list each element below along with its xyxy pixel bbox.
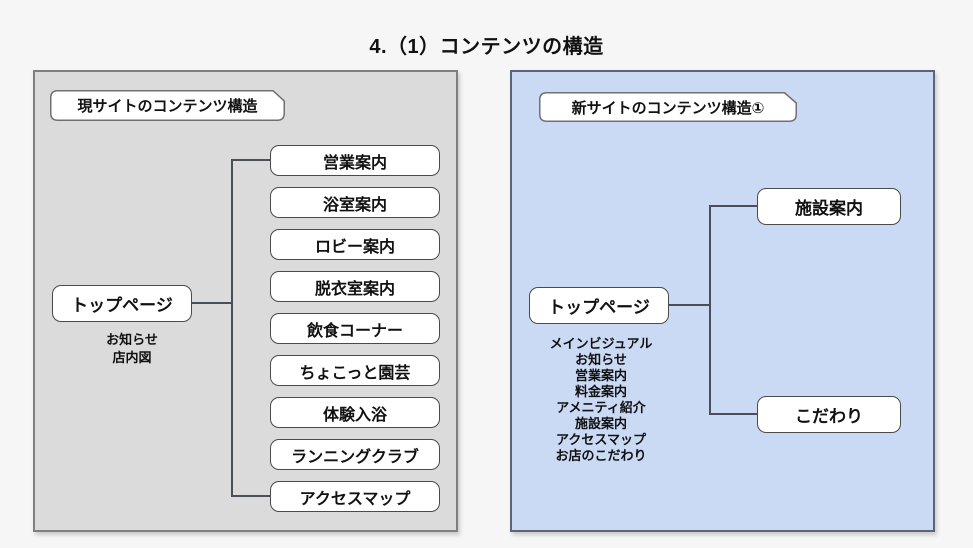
child-page-label: アメニティ紹介 [556,400,646,415]
page-node: 浴室案内 [270,187,440,218]
current-top-page-children: お知らせ 店内図 [62,331,202,367]
page-node: 施設案内 [757,188,901,225]
connector-trunk [231,159,233,497]
page-node: ちょこっと園芸 [270,355,440,386]
child-page-label: 料金案内 [574,384,627,399]
page-node: アクセスマップ [270,481,440,512]
connector-stub-first [709,205,757,207]
page-node: ロビー案内 [270,229,440,260]
current-site-header-tag: 現サイトのコンテンツ構造 [50,90,285,121]
child-page-label: アクセスマップ [556,432,646,447]
page-node: ランニングクラブ [270,439,440,470]
connector-trunk [709,205,711,415]
child-page-label: お知らせ [575,352,627,367]
page-node: 営業案内 [270,145,440,176]
page-node: 脱衣室案内 [270,271,440,302]
connector-top-page-branch [192,302,232,304]
current-site-header-label: 現サイトのコンテンツ構造 [77,98,258,115]
child-page-label: 営業案内 [574,368,627,383]
current-site-panel: 現サイトのコンテンツ構造 トップページ お知らせ 店内図 営業案内 浴室案内 ロ… [33,70,458,532]
page-node: 飲食コーナー [270,313,440,344]
child-page-label: お店のこだわり [555,448,647,463]
child-page-label: 施設案内 [574,416,627,431]
connector-stub-last [231,495,271,497]
child-page-label: メインビジュアル [549,336,653,351]
new-top-page-node: トップページ [529,287,669,324]
new-site-panel: 新サイトのコンテンツ構造① トップページ メインビジュアル お知らせ 営業案内 … [510,70,935,532]
page-title: 4.（1）コンテンツの構造 [369,36,604,58]
tag-shape-icon [539,92,797,122]
child-page-label: 店内図 [112,350,152,365]
page-node: 体験入浴 [270,397,440,428]
connector-stub-first [231,159,271,161]
connector-top-page-branch [669,304,711,306]
current-top-page-node: トップページ [52,285,192,322]
connector-stub-last [709,413,757,415]
new-site-header-label: 新サイトのコンテンツ構造① [571,99,765,117]
page-node: こだわり [757,396,901,433]
new-top-page-children: メインビジュアル お知らせ 営業案内 料金案内 アメニティ紹介 施設案内 アクセ… [512,336,690,464]
new-site-header-tag: 新サイトのコンテンツ構造① [539,92,797,122]
tag-shape-icon [50,90,285,121]
child-page-label: お知らせ [106,332,158,347]
